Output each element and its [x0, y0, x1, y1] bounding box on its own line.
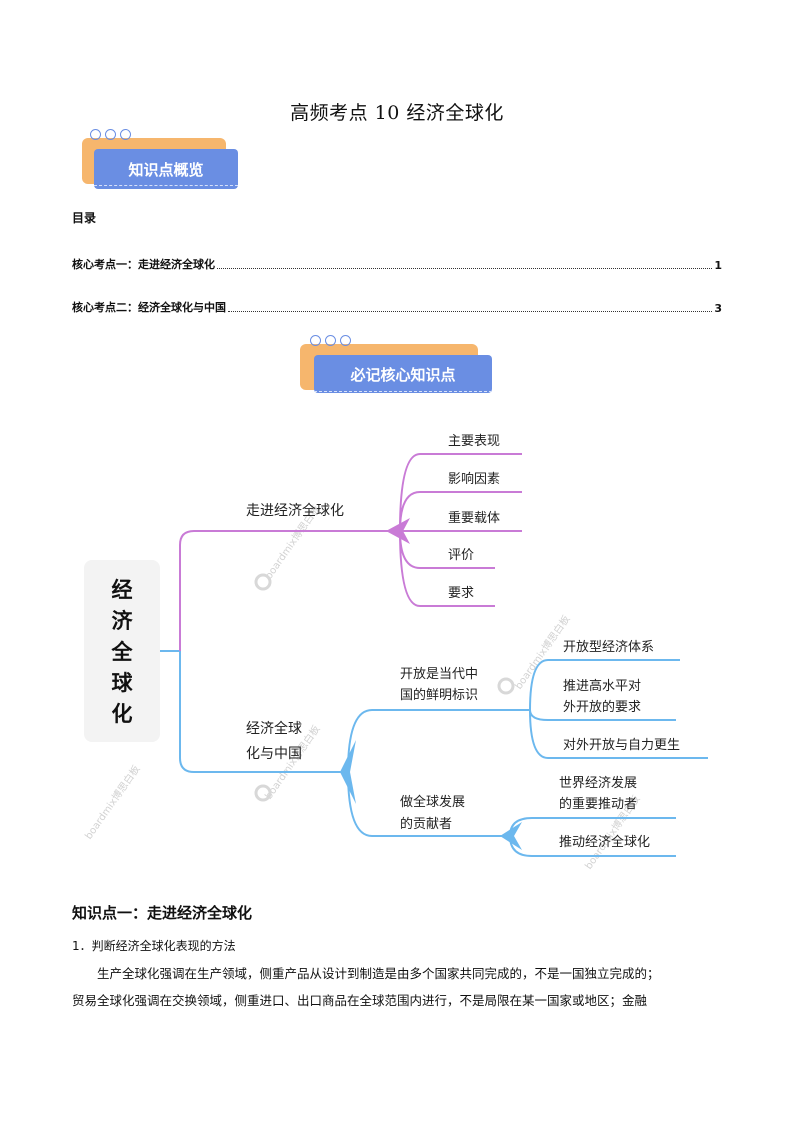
sub1-label: 开放是当代中 [400, 667, 478, 682]
root-node [84, 560, 160, 742]
sub2-label: 做全球发展 [400, 794, 465, 810]
sub1-leaf: 推进高水平对 [563, 678, 641, 694]
root-char: 经 [112, 578, 133, 602]
banner-overview: 知识点概览 [80, 128, 240, 198]
branch1-fan [386, 518, 410, 544]
toc-leader [217, 268, 713, 269]
root-char: 全 [111, 640, 134, 664]
watermark: boardmix博思白板 [82, 763, 143, 842]
sub1-leaf: 对外开放与自力更生 [563, 738, 680, 753]
branch1-leaf-connectors [399, 453, 522, 607]
branch2-label: 化与中国 [246, 746, 302, 762]
watermark-group: boardmix博思白板 boardmix博思白板 boardmix博思白板 b… [82, 503, 643, 870]
branch1-leaf: 影响因素 [448, 471, 500, 487]
banner-core-knowledge: 必记核心知识点 [298, 332, 498, 402]
branch2-connector [179, 651, 345, 773]
branch1-connector [179, 530, 390, 651]
sub2-leaf: 的重要推动者 [559, 796, 637, 812]
branch1-leaf: 主要表现 [448, 434, 500, 449]
branch2-sub-connectors [347, 709, 530, 837]
toc-item-1[interactable]: 核心考点一：走进经济全球化 1 [72, 256, 722, 272]
branch1-leaf: 重要载体 [448, 510, 500, 526]
banner-core-knowledge-label: 必记核心知识点 [314, 355, 492, 393]
toc-item-label: 核心考点二：经济全球化与中国 [72, 301, 226, 314]
section-subheading: 1．判断经济全球化表现的方法 [72, 939, 236, 953]
branch2-label: 经济全球 [246, 720, 302, 737]
branch1-label: 走进经济全球化 [246, 502, 344, 519]
root-char: 球 [112, 671, 134, 695]
ring-decoration-icon [310, 335, 351, 346]
sub1-leaf: 开放型经济体系 [563, 640, 654, 655]
toc-item-page: 1 [714, 259, 722, 272]
toc-item-2[interactable]: 核心考点二：经济全球化与中国 3 [72, 299, 722, 315]
banner-overview-label: 知识点概览 [94, 149, 238, 189]
toc-item-page: 3 [714, 302, 722, 315]
toc-heading: 目录 [72, 211, 97, 225]
toc-item-label: 核心考点一：走进经济全球化 [72, 258, 215, 271]
page-title: 高频考点 10 经济全球化 [290, 102, 504, 124]
sub2-label: 的贡献者 [400, 816, 452, 832]
body-paragraph-line: 生产全球化强调在生产领域，侧重产品从设计到制造是由多个国家共同完成的，不是一国独… [97, 966, 660, 981]
root-char: 化 [112, 702, 133, 726]
watermark-logo-icon [254, 573, 515, 802]
sub2-leaf-connectors [509, 817, 676, 857]
body-paragraph-line: 贸易全球化强调在交换领域，侧重进口、出口商品在全球范围内进行，不是局限在某一国家… [72, 993, 648, 1008]
root-char: 济 [112, 609, 134, 633]
sub1-label: 国的鲜明标识 [400, 687, 478, 703]
sub1-leaf-connectors [529, 659, 708, 759]
sub2-leaf: 世界经济发展 [559, 775, 637, 791]
section-heading: 知识点一：走进经济全球化 [72, 904, 253, 922]
sub2-leaf: 推动经济全球化 [559, 834, 650, 850]
branch1-leaf: 评价 [448, 548, 474, 563]
branch1-leaf: 要求 [448, 586, 474, 601]
toc-leader [228, 311, 713, 312]
sub1-leaf: 外开放的要求 [563, 699, 641, 715]
ring-decoration-icon [90, 129, 131, 140]
mind-map: boardmix博思白板 boardmix博思白板 boardmix博思白板 b… [82, 434, 708, 870]
